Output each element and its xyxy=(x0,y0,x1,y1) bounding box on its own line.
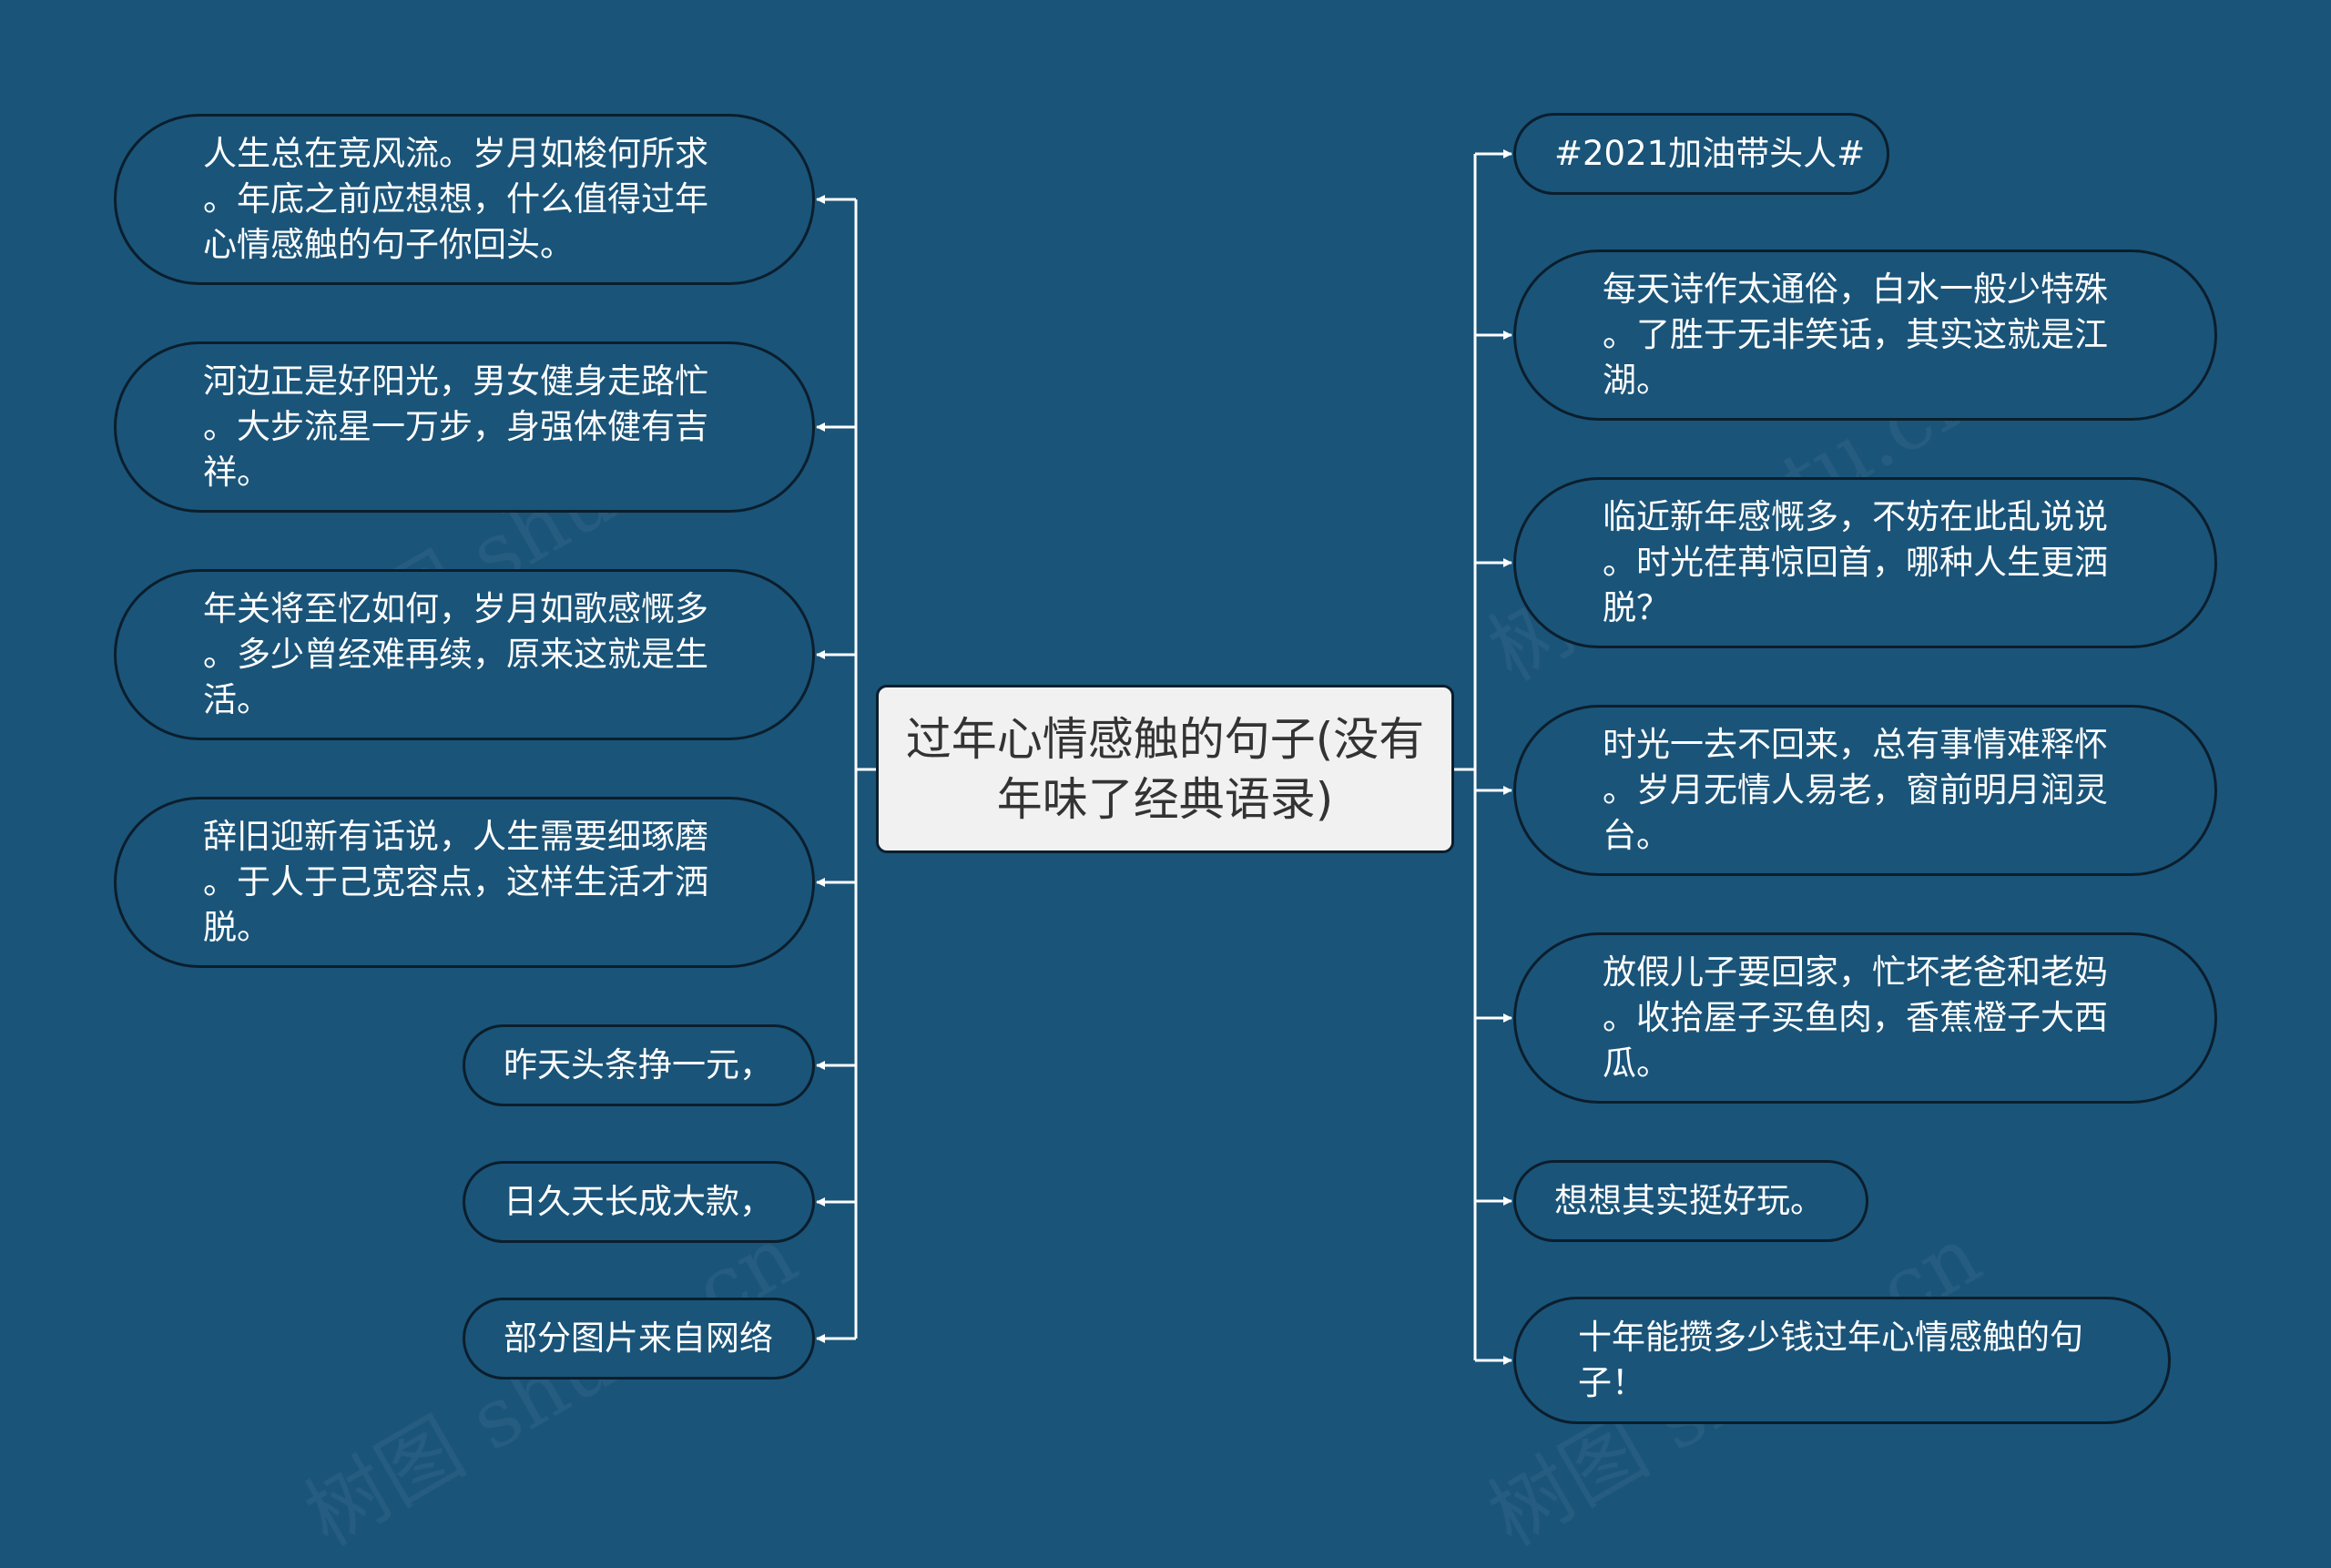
right-node-7[interactable]: 十年能攒多少钱过年心情感触的句 子！ xyxy=(1513,1297,2171,1424)
left-node-1[interactable]: 人生总在竞风流。岁月如梭何所求 。年底之前应想想，什么值得过年 心情感触的句子你… xyxy=(114,114,815,285)
right-node-1[interactable]: #2021加油带头人# xyxy=(1513,113,1889,195)
right-node-6-text: 想想其实挺好玩。 xyxy=(1554,1181,1824,1220)
right-node-2[interactable]: 每天诗作太通俗，白水一般少特殊 。了胜于无非笑话，其实这就是江 湖。 xyxy=(1513,249,2217,421)
right-node-2-text: 每天诗作太通俗，白水一般少特殊 。了胜于无非笑话，其实这就是江 湖。 xyxy=(1603,270,2108,400)
left-node-2-text: 河边正是好阳光，男女健身走路忙 。大步流星一万步，身强体健有吉 祥。 xyxy=(203,361,708,492)
right-node-3-text: 临近新年感慨多，不妨在此乱说说 。时光荏苒惊回首，哪种人生更洒 脱？ xyxy=(1603,497,2108,627)
root-topic-label: 过年心情感触的句子(没有 年味了经典语录) xyxy=(905,712,1425,826)
right-node-3[interactable]: 临近新年感慨多，不妨在此乱说说 。时光荏苒惊回首，哪种人生更洒 脱？ xyxy=(1513,477,2217,648)
left-node-5[interactable]: 昨天头条挣一元， xyxy=(463,1024,815,1106)
root-topic[interactable]: 过年心情感触的句子(没有 年味了经典语录) xyxy=(876,685,1454,853)
left-node-6-text: 日久天长成大款， xyxy=(504,1182,773,1221)
left-node-3-text: 年关将至忆如何，岁月如歌感慨多 。多少曾经难再续，原来这就是生 活。 xyxy=(203,589,708,719)
right-node-7-text: 十年能攒多少钱过年心情感触的句 子！ xyxy=(1578,1318,2083,1402)
right-node-5-text: 放假儿子要回家，忙坏老爸和老妈 。收拾屋子买鱼肉，香蕉橙子大西 瓜。 xyxy=(1603,952,2108,1083)
left-node-7[interactable]: 部分图片来自网络 xyxy=(463,1298,815,1380)
left-node-3[interactable]: 年关将至忆如何，岁月如歌感慨多 。多少曾经难再续，原来这就是生 活。 xyxy=(114,569,815,740)
left-node-6[interactable]: 日久天长成大款， xyxy=(463,1161,815,1243)
left-node-5-text: 昨天头条挣一元， xyxy=(504,1045,773,1084)
left-node-4[interactable]: 辞旧迎新有话说，人生需要细琢磨 。于人于己宽容点，这样生活才洒 脱。 xyxy=(114,797,815,968)
right-node-6[interactable]: 想想其实挺好玩。 xyxy=(1513,1160,1868,1242)
left-node-1-text: 人生总在竞风流。岁月如梭何所求 。年底之前应想想，什么值得过年 心情感触的句子你… xyxy=(203,134,708,264)
left-node-7-text: 部分图片来自网络 xyxy=(504,1319,773,1358)
right-node-5[interactable]: 放假儿子要回家，忙坏老爸和老妈 。收拾屋子买鱼肉，香蕉橙子大西 瓜。 xyxy=(1513,932,2217,1104)
right-node-4[interactable]: 时光一去不回来，总有事情难释怀 。岁月无情人易老，窗前明月润灵 台。 xyxy=(1513,705,2217,876)
right-node-4-text: 时光一去不回来，总有事情难释怀 。岁月无情人易老，窗前明月润灵 台。 xyxy=(1603,725,2108,855)
left-node-4-text: 辞旧迎新有话说，人生需要细琢磨 。于人于己宽容点，这样生活才洒 脱。 xyxy=(203,817,708,947)
right-node-1-text: #2021加油带头人# xyxy=(1554,134,1866,173)
left-node-2[interactable]: 河边正是好阳光，男女健身走路忙 。大步流星一万步，身强体健有吉 祥。 xyxy=(114,341,815,513)
